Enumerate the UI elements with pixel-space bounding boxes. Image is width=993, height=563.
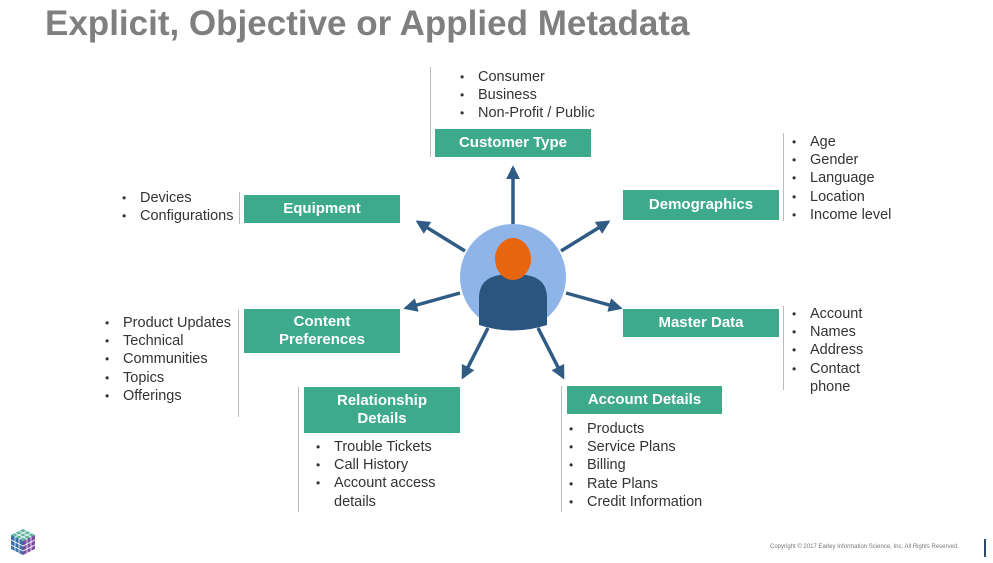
copyright-text: Copyright © 2017 Earley Information Scie… (770, 544, 959, 550)
list-item: Age (790, 133, 891, 151)
relationship-details-label-line2: Details (357, 410, 407, 427)
account-details-label: Account Details (587, 391, 702, 408)
list-item: Offerings (103, 387, 231, 405)
footer-bar (984, 539, 986, 557)
demographics-label: Demographics (648, 196, 754, 213)
demographics-list: Age Gender Language Location Income leve… (790, 133, 891, 224)
list-item: Technical (103, 332, 231, 350)
list-item: Credit Information (567, 493, 702, 511)
divider-equipment (239, 192, 240, 224)
divider-customer-type (430, 67, 431, 157)
relationship-details-label-line1: Relationship (336, 392, 427, 409)
list-item: Products (567, 420, 702, 438)
list-item: Account access details (314, 474, 464, 510)
list-item: Non-Profit / Public (458, 104, 595, 122)
list-item: Trouble Tickets (314, 438, 464, 456)
relationship-details-list: Trouble Tickets Call History Account acc… (314, 438, 464, 511)
cube-logo-icon (10, 529, 36, 555)
equipment-list: Devices Configurations (120, 189, 234, 226)
demographics-box: Demographics (623, 190, 779, 220)
list-item: Location (790, 188, 891, 206)
relationship-details-box: Relationship Details (304, 387, 460, 433)
arrow-demographics (560, 220, 611, 253)
list-item: Business (458, 86, 595, 104)
content-preferences-list: Product Updates Technical Communities To… (103, 314, 231, 405)
customer-type-box: Customer Type (435, 129, 591, 157)
list-item: Billing (567, 456, 702, 474)
equipment-box: Equipment (244, 195, 400, 223)
arrow-relationship-details (461, 327, 490, 380)
list-item: Devices (120, 189, 234, 207)
person-icon (460, 224, 566, 331)
customer-type-label: Customer Type (458, 134, 568, 151)
arrow-content-preferences (403, 291, 461, 312)
person-body (479, 275, 547, 331)
account-details-box: Account Details (567, 386, 722, 414)
list-item: Names (790, 323, 890, 341)
list-item: Service Plans (567, 438, 702, 456)
divider-relationship-details (298, 387, 299, 512)
arrow-account-details (536, 327, 565, 380)
list-item: Configurations (120, 207, 234, 225)
customer-type-list: Consumer Business Non-Profit / Public (458, 68, 595, 123)
list-item: Income level (790, 206, 891, 224)
content-preferences-label-line1: Content (293, 313, 351, 330)
master-data-label: Master Data (658, 314, 744, 331)
list-item: Topics (103, 369, 231, 387)
list-item: Call History (314, 456, 464, 474)
list-item: Language (790, 169, 891, 187)
list-item: Communities (103, 350, 231, 368)
list-item: Rate Plans (567, 475, 702, 493)
divider-account-details (561, 386, 562, 512)
content-preferences-box: Content Preferences (244, 309, 400, 353)
divider-content-preferences (238, 310, 239, 417)
arrow-master-data (565, 291, 623, 312)
account-details-list: Products Service Plans Billing Rate Plan… (567, 420, 702, 511)
divider-demographics (783, 133, 784, 221)
list-item: Gender (790, 151, 891, 169)
list-item: Consumer (458, 68, 595, 86)
page-title: Explicit, Objective or Applied Metadata (45, 4, 690, 43)
arrow-equipment (415, 220, 466, 253)
master-data-list: Account Names Address Contact phone (790, 305, 890, 396)
list-item: Product Updates (103, 314, 231, 332)
person-head (495, 238, 531, 280)
list-item: Account (790, 305, 890, 323)
master-data-box: Master Data (623, 309, 779, 337)
divider-master-data (783, 306, 784, 390)
list-item: Contact phone (790, 360, 890, 396)
content-preferences-label-line2: Preferences (279, 331, 365, 348)
list-item: Address (790, 341, 890, 359)
equipment-label: Equipment (283, 200, 361, 217)
